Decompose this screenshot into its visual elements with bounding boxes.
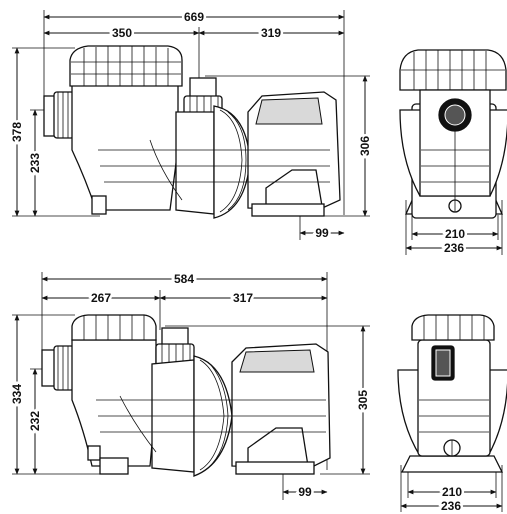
bottom-overall-length: 584 (174, 272, 194, 286)
bottom-inlet-to-outlet: 267 (91, 291, 111, 305)
top-end-view (399, 49, 507, 255)
bottom-outlet-to-end: 317 (233, 291, 253, 305)
top-inlet-to-outlet: 350 (112, 26, 132, 40)
bottom-base-inner-width: 210 (442, 485, 462, 499)
top-total-height: 378 (10, 122, 24, 142)
top-outlet-to-end: 319 (261, 26, 281, 40)
bottom-end-view (397, 314, 507, 512)
top-base-inner-width: 210 (445, 227, 465, 241)
top-base-outer-width: 236 (444, 241, 464, 255)
bottom-foot-offset: 99 (298, 485, 312, 499)
top-dimension-labels: 669 350 319 378 233 306 99 210 236 (8, 8, 468, 258)
bottom-base-outer-width: 236 (441, 499, 461, 513)
top-foot-offset: 99 (315, 226, 329, 240)
bottom-inlet-height: 232 (28, 411, 42, 431)
top-inlet-height: 233 (28, 153, 42, 173)
top-side-view (12, 10, 370, 240)
top-overall-length: 669 (184, 10, 204, 24)
bottom-total-height: 334 (10, 384, 24, 404)
bottom-dimension-labels: 584 267 317 334 232 305 99 210 236 (8, 270, 465, 514)
bottom-side-view (12, 272, 370, 500)
bottom-outlet-height: 305 (356, 390, 370, 410)
top-outlet-height: 306 (358, 136, 372, 156)
